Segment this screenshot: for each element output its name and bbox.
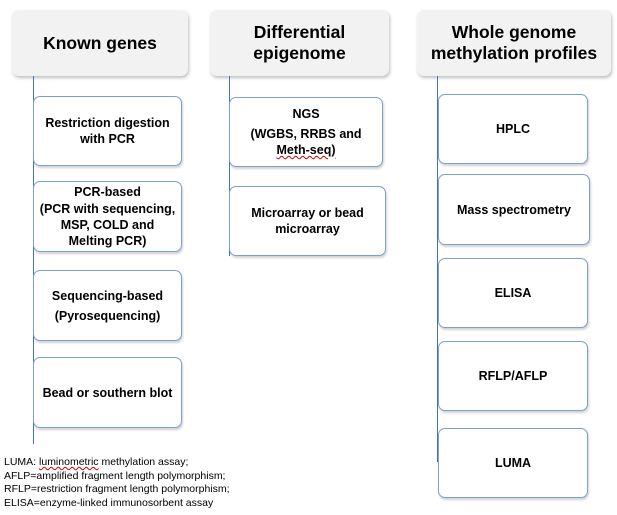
legend-luma-word: luminometric: [39, 456, 99, 468]
box-line: PCR-based: [74, 185, 141, 199]
box-line: Restriction digestion: [45, 116, 170, 130]
header-line: Differential: [253, 22, 346, 42]
connector-line-whole-genome: [437, 76, 438, 462]
method-box-hplc: HPLC: [438, 94, 588, 164]
header-line: epigenome: [253, 43, 346, 63]
box-line: LUMA: [494, 456, 532, 470]
header-line: Known genes: [43, 32, 157, 53]
box-line: (PCR with sequencing,: [39, 202, 176, 216]
method-box-luma: LUMA: [438, 428, 588, 498]
box-line: Microarray or bead: [251, 206, 364, 220]
method-box-mass-spectrometry: Mass spectrometry: [438, 174, 590, 245]
box-line: ELISA: [494, 286, 532, 300]
header-line: Whole genome: [451, 22, 577, 42]
abbreviations-legend: LUMA: luminometric methylation assay; AF…: [4, 456, 304, 510]
box-line: MSP, COLD and: [60, 218, 155, 232]
method-box-bead-southern-blot: Bead or southern blot: [33, 357, 182, 428]
box-line: HPLC: [495, 122, 531, 136]
method-box-restriction-digestion: Restriction digestion with PCR: [33, 96, 182, 166]
method-box-sequencing-based: Sequencing-based (Pyrosequencing): [33, 270, 182, 341]
header-known-genes: Known genes: [12, 10, 188, 76]
method-box-ngs: NGS (WGBS, RRBS and Meth-seq): [229, 97, 383, 167]
legend-line-luma: LUMA: luminometric methylation assay;: [4, 456, 304, 470]
method-box-microarray: Microarray or bead microarray: [229, 186, 386, 256]
box-line: Mass spectrometry: [457, 202, 571, 217]
legend-luma-rest: methylation assay;: [98, 456, 189, 468]
box-line: Sequencing-based: [51, 288, 164, 303]
box-line-text: Meth-seq): [276, 143, 336, 157]
legend-line-aflp: AFLP=amplified fragment length polymorph…: [4, 469, 226, 482]
box-line: with PCR: [80, 132, 135, 146]
header-whole-genome-methylation: Whole genome methylation profiles: [417, 10, 611, 76]
method-box-elisa: ELISA: [438, 258, 588, 328]
box-line: (Pyrosequencing): [54, 308, 161, 323]
method-box-pcr-based: PCR-based (PCR with sequencing, MSP, COL…: [33, 181, 182, 252]
header-differential-epigenome: Differential epigenome: [210, 10, 389, 76]
box-line: NGS: [292, 107, 320, 121]
connector-line-known-genes: [33, 76, 34, 444]
box-line: Melting PCR): [68, 234, 147, 248]
box-line: Meth-seq): [276, 142, 335, 158]
connector-line-differential-epigenome: [229, 76, 230, 256]
legend-line-rflp: RFLP=restriction fragment length polymor…: [4, 483, 230, 495]
box-line: (WGBS, RRBS and: [250, 127, 362, 141]
legend-luma-prefix: LUMA:: [4, 456, 40, 468]
box-line: Bead or southern blot: [42, 385, 173, 400]
method-box-rflp-aflp: RFLP/AFLP: [438, 341, 588, 411]
header-line: methylation profiles: [430, 43, 598, 63]
box-line: RFLP/AFLP: [478, 369, 548, 383]
box-line: microarray: [275, 222, 340, 236]
legend-line-elisa: ELISA=enzyme-linked immunosorbent assay: [4, 496, 214, 509]
